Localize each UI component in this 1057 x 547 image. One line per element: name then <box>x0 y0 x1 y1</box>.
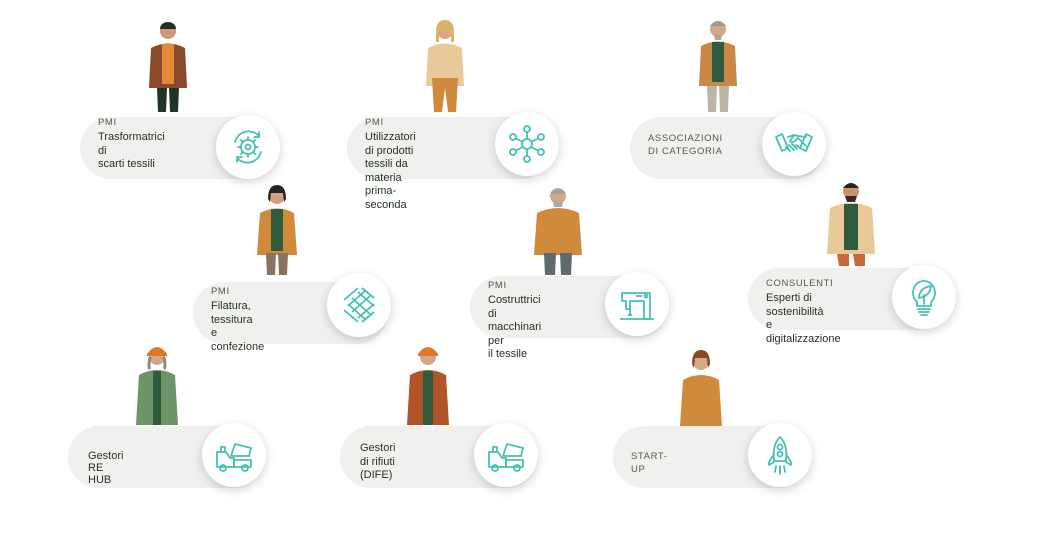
card-category: START-UP <box>631 451 668 475</box>
card-description: Utilizzatori di prodotti tessili da mate… <box>365 131 416 211</box>
dump-truck-icon <box>202 423 266 487</box>
person-figure <box>252 185 302 280</box>
card-description: Trasformatrici di scarti tessili <box>98 131 165 170</box>
card-category: PMI <box>211 286 230 297</box>
person-figure <box>678 350 724 431</box>
card-description: Filatura, tessitura e confezione <box>211 300 265 353</box>
card-category: ASSOCIAZIONI DI CATEGORIA <box>648 133 723 157</box>
gear-cycle-icon <box>216 115 280 179</box>
card-description: Costruttrici di macchinari per il tessil… <box>488 294 542 360</box>
weave-icon <box>327 273 391 337</box>
dump-truck-icon <box>474 423 538 487</box>
card-category: CONSULENTI <box>766 278 834 289</box>
person-figure <box>420 20 470 117</box>
card-label: Gestori di rifiuti (DIFE) <box>360 442 396 481</box>
person-figure <box>143 20 193 117</box>
lightbulb-leaf-icon <box>892 265 956 329</box>
sewing-machine-icon <box>605 272 669 336</box>
handshake-icon <box>762 112 826 176</box>
card-category: PMI <box>365 117 384 128</box>
person-figure <box>133 345 181 430</box>
card-label: Gestori RE HUB <box>88 450 124 486</box>
card-category: PMI <box>98 117 117 128</box>
person-figure <box>823 180 879 271</box>
rocket-icon <box>748 423 812 487</box>
person-figure <box>693 18 743 117</box>
person-figure <box>530 185 586 280</box>
card-category: PMI <box>488 280 507 291</box>
card-description: Esperti di sostenibilità e digitalizzazi… <box>766 292 841 345</box>
network-nodes-icon <box>495 112 559 176</box>
person-figure <box>404 345 452 430</box>
